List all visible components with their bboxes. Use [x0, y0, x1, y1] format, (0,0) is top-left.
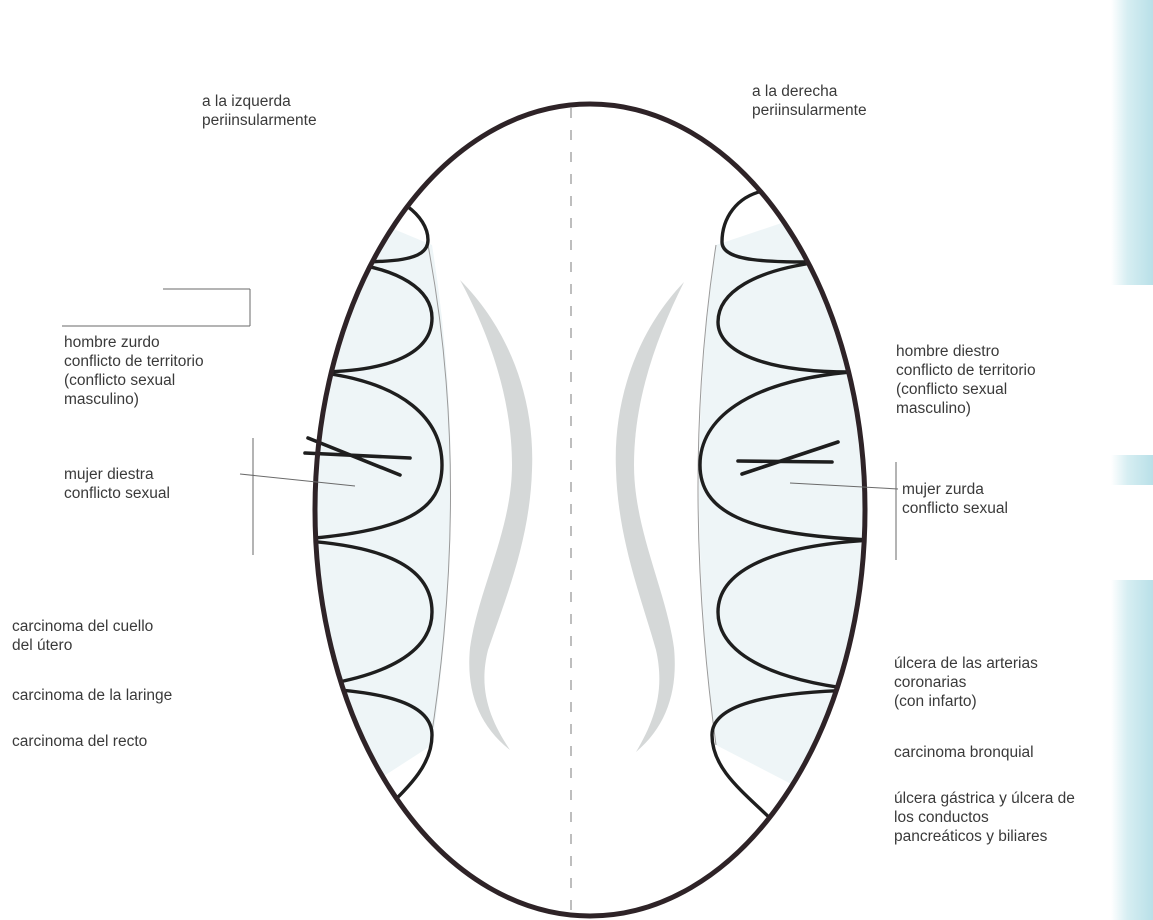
label-left-hemisphere: a la izquerda periinsularmente: [202, 92, 317, 130]
label-right-coronary: úlcera de las arterias coronarias (con i…: [894, 654, 1038, 711]
label-right-woman: mujer zurda conflicto sexual: [902, 480, 1008, 518]
label-left-woman: mujer diestra conflicto sexual: [64, 465, 170, 503]
label-right-hemisphere: a la derecha periinsularmente: [752, 82, 867, 120]
left-ventricle-shape: [460, 280, 532, 750]
label-right-gastric: úlcera gástrica y úlcera de los conducto…: [894, 789, 1075, 846]
label-right-man: hombre diestro conflicto de territorio (…: [896, 342, 1036, 418]
label-right-bronchial: carcinoma bronquial: [894, 743, 1034, 762]
left-leader-lines: [62, 289, 355, 555]
left-peri-region: [300, 190, 451, 830]
label-left-rectum: carcinoma del recto: [12, 732, 147, 751]
label-left-cervix: carcinoma del cuello del útero: [12, 617, 153, 655]
right-ventricle-shape: [616, 282, 684, 752]
label-left-man: hombre zurdo conflicto de territorio (co…: [64, 333, 204, 409]
label-left-larynx: carcinoma de la laringe: [12, 686, 172, 705]
